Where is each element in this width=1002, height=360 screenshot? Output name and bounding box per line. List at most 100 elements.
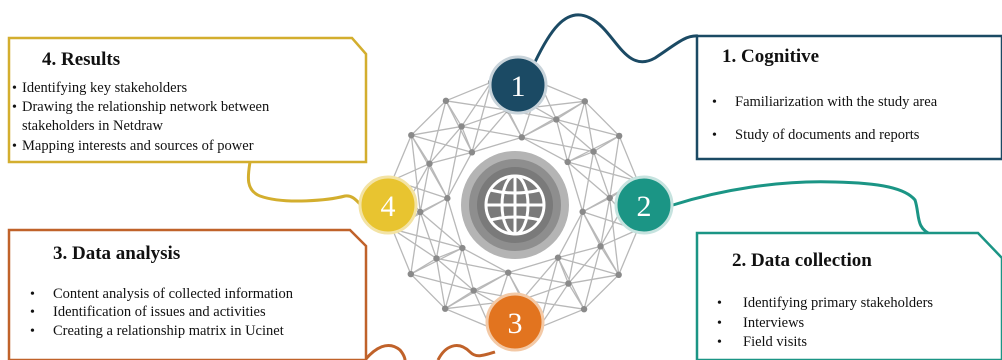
network-edge (567, 245, 602, 284)
cognitive-title: 1. Cognitive (722, 46, 819, 67)
network-edge (391, 228, 412, 275)
network-edge (461, 247, 475, 291)
central-hub (461, 151, 569, 259)
network-edge (583, 274, 620, 310)
network-edge (436, 257, 509, 274)
network-node (579, 208, 586, 215)
data-analysis-box-frame (7, 228, 368, 360)
network-node (444, 195, 451, 202)
network-node (505, 269, 512, 276)
network-edge (471, 109, 509, 153)
network-edge (411, 125, 462, 136)
network-edge (592, 151, 611, 199)
step-2-number: 2 (637, 190, 652, 223)
network-node (564, 158, 571, 166)
cognitive-item: Familiarization with the study area (735, 94, 938, 110)
network-edge (473, 272, 509, 292)
network-edge (567, 161, 638, 182)
network-edge (567, 161, 584, 212)
network-edge (593, 151, 639, 182)
network-edge (461, 109, 509, 128)
network-edge (428, 163, 448, 199)
bullet-icon: • (717, 296, 722, 311)
network-edge (391, 228, 437, 259)
network-edge (557, 257, 619, 276)
network-edge (521, 118, 557, 138)
bullet-icon: • (717, 335, 722, 350)
network-edge (436, 257, 475, 292)
network-edge (461, 125, 522, 138)
data-analysis-box: 3. Data analysis • Content analysis of c… (7, 228, 368, 360)
network-node (433, 255, 440, 262)
data-analysis-item: Creating a relationship matrix in Ucinet (53, 323, 284, 339)
network-edge (567, 161, 611, 199)
data-analysis-item: Identification of issues and activities (53, 304, 266, 320)
network-edge (584, 100, 620, 137)
network-edge (521, 136, 594, 153)
network-node (597, 243, 604, 250)
network-edge (471, 82, 492, 153)
network-edge (445, 81, 492, 102)
network-node (580, 305, 588, 313)
bullet-icon: • (12, 100, 17, 115)
bullet-icon: • (30, 287, 35, 302)
network-edge (521, 136, 568, 163)
network-edge (435, 198, 448, 259)
network-edge (521, 257, 559, 301)
network-edge (508, 257, 559, 274)
network-edge (508, 272, 569, 285)
network-node (459, 244, 466, 252)
connector-1 (533, 13, 699, 64)
network-node (606, 194, 613, 202)
network-edge (410, 100, 447, 136)
bullet-icon: • (30, 324, 35, 339)
network-edge (582, 151, 595, 212)
network-edge (428, 100, 447, 164)
step-4-marker: 4 (358, 175, 418, 235)
network-edge (556, 118, 620, 137)
data-analysis-item: Content analysis of collected informatio… (53, 286, 294, 302)
network-node (590, 148, 597, 155)
network-edge (410, 135, 421, 213)
globe-icon (484, 174, 546, 236)
data-collection-item: Field visits (743, 334, 807, 350)
network-edge (555, 119, 569, 163)
network-edge (618, 229, 639, 276)
network-edge (557, 245, 601, 259)
data-collection-item: Interviews (743, 315, 805, 331)
network-node (468, 149, 476, 156)
network-node (615, 132, 623, 140)
network-edge (410, 273, 446, 310)
network-edge (582, 211, 602, 247)
network-node (470, 287, 477, 294)
network-edge (391, 134, 412, 181)
step-4-number: 4 (381, 190, 396, 223)
step-1-marker: 1 (488, 55, 548, 115)
connector-3 (363, 344, 496, 360)
network-node (554, 254, 562, 261)
network-node (442, 97, 450, 105)
network-edge (435, 258, 446, 309)
results-box: 4. Results • Identifying key stakeholder… (7, 36, 368, 164)
network-edge (584, 101, 595, 152)
network-node (407, 270, 415, 278)
network-edge (446, 198, 463, 249)
network-edge (419, 197, 448, 213)
network-edge (583, 246, 602, 310)
connector-2 (672, 180, 933, 237)
network-node (417, 208, 424, 216)
results-box-frame (7, 36, 368, 164)
data-collection-box-frame (695, 231, 1002, 360)
results-item: stakeholders in Netdraw (22, 118, 163, 134)
network-edge (444, 247, 463, 309)
bullet-icon: • (712, 95, 717, 110)
bullet-icon: • (12, 139, 17, 154)
network-node (518, 134, 525, 141)
network-edge (568, 274, 619, 285)
network-edge (419, 211, 438, 259)
network-node (408, 131, 415, 139)
network-edge (582, 197, 611, 213)
network-edge (567, 150, 594, 163)
network-edge (461, 81, 492, 127)
network-edge (446, 152, 473, 199)
